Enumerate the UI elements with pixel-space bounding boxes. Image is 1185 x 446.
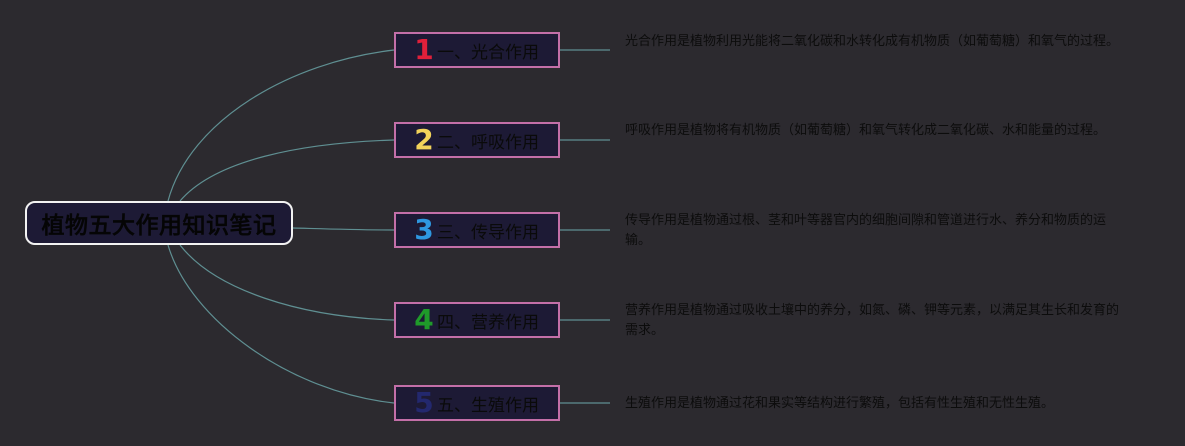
connector-4 xyxy=(179,244,395,321)
branch-number-2: 2 xyxy=(414,123,434,156)
branch-node-2[interactable]: 2 二、呼吸作用 xyxy=(394,122,560,158)
connector-1 xyxy=(167,49,395,202)
branch-node-5[interactable]: 5 五、生殖作用 xyxy=(394,385,560,421)
branch-node-3[interactable]: 3 三、传导作用 xyxy=(394,212,560,248)
branch-label-1: 一、光合作用 xyxy=(437,42,539,63)
connector-5 xyxy=(167,244,395,404)
connector-3 xyxy=(292,227,395,231)
branch-label-3: 三、传导作用 xyxy=(437,222,539,243)
branch-node-4[interactable]: 4 四、营养作用 xyxy=(394,302,560,338)
branch-description-2: 呼吸作用是植物将有机物质（如葡萄糖）和氧气转化成二氧化碳、水和能量的过程。 xyxy=(625,123,1107,138)
branch-label-2: 二、呼吸作用 xyxy=(437,132,539,153)
branch-number-3: 3 xyxy=(414,213,434,246)
connector-2 xyxy=(179,139,395,202)
branch-number-1: 1 xyxy=(414,33,434,66)
branch-number-4: 4 xyxy=(414,303,434,336)
branch-label-4: 四、营养作用 xyxy=(437,312,539,333)
branch-node-1[interactable]: 1 一、光合作用 xyxy=(394,32,560,68)
branch-description-3: 传导作用是植物通过根、茎和叶等器官内的细胞间隙和管道进行水、养分和物质的运输。 xyxy=(625,213,1107,248)
root-node[interactable]: 植物五大作用知识笔记 xyxy=(25,201,293,245)
branch-description-5: 生殖作用是植物通过花和果实等结构进行繁殖，包括有性生殖和无性生殖。 xyxy=(625,396,1055,411)
branch-label-5: 五、生殖作用 xyxy=(437,395,539,416)
branch-number-5: 5 xyxy=(414,386,434,419)
root-title: 植物五大作用知识笔记 xyxy=(41,213,277,239)
branch-description-4: 营养作用是植物通过吸收土壤中的养分，如氮、磷、钾等元素，以满足其生长和发育的需求… xyxy=(625,303,1120,338)
branch-description-1: 光合作用是植物利用光能将二氧化碳和水转化成有机物质（如葡萄糖）和氧气的过程。 xyxy=(625,34,1120,49)
